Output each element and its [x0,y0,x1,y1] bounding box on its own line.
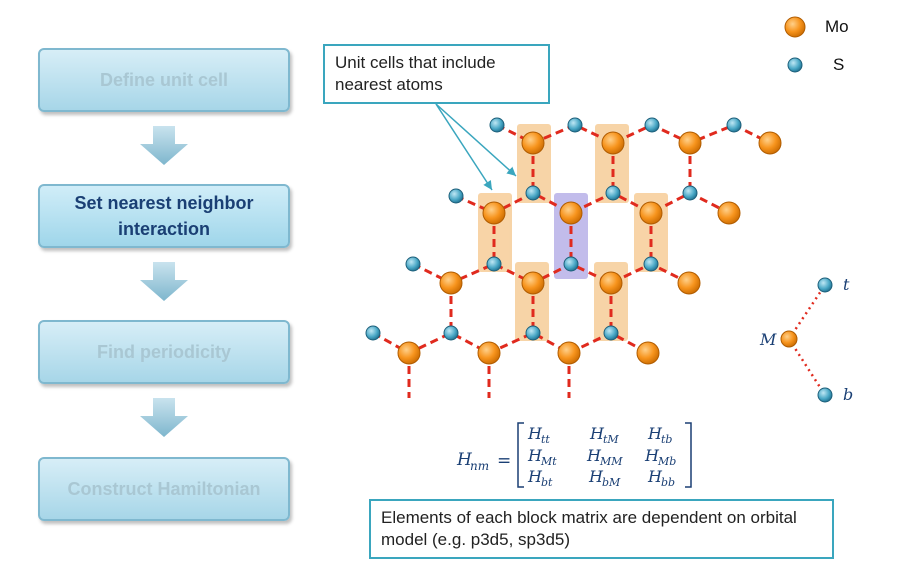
svg-text:=: = [497,451,511,471]
svg-text:tb: tb [661,433,672,446]
orbital-model-note: Elements of each block matrix are depend… [369,499,834,559]
step-find-periodicity[interactable]: Find periodicity [38,320,290,384]
svg-text:H: H [589,424,605,443]
equation-lhs: H [456,450,473,470]
svg-text:Mb: Mb [657,455,676,468]
svg-text:bM: bM [602,476,621,489]
s-legend-icon [787,57,803,73]
step-set-nearest-neighbor[interactable]: Set nearest neighbor interaction [38,184,290,248]
svg-text:tM: tM [603,433,619,446]
step-define-unit-cell[interactable]: Define unit cell [38,48,290,112]
svg-text:MM: MM [599,455,623,468]
label-b: b [843,385,854,404]
callout-pointer [435,103,493,191]
mo-atoms [397,131,782,365]
unit-cells-text: Unit cells that include nearest atoms [335,53,496,94]
step-construct-hamiltonian[interactable]: Construct Hamiltonian [38,457,290,521]
s-atoms [365,117,742,341]
mo-legend-icon [784,16,806,38]
svg-text:H: H [647,424,663,443]
down-arrow-icon [140,262,188,301]
callout-pointer [435,103,517,177]
s-legend-label: S [833,55,845,74]
down-arrow-icon [140,126,188,165]
svg-text:H: H [588,467,604,486]
down-arrow-icon [140,398,188,437]
label-t: t [843,275,850,294]
svg-text:H: H [647,467,663,486]
svg-text:H: H [527,467,543,486]
equation-lhs-sub: nm [470,459,489,473]
svg-text:H: H [644,446,660,465]
bond-schematic [780,277,833,403]
svg-text:H: H [586,446,602,465]
step-label: Construct Hamiltonian [67,479,261,499]
svg-text:bt: bt [541,476,553,489]
svg-text:tt: tt [541,433,550,446]
step-label: Define unit cell [99,70,229,90]
svg-text:Mt: Mt [540,455,557,468]
svg-text:bb: bb [661,476,675,489]
label-M: M [760,330,777,349]
step-label: Set nearest neighbor interaction [74,193,254,239]
orbital-model-text: Elements of each block matrix are depend… [381,508,797,549]
step-label: Find periodicity [96,342,231,362]
center-mo-atom [559,201,583,225]
svg-text:H: H [527,446,543,465]
mo-legend-label: Mo [825,17,849,36]
svg-text:H: H [527,424,543,443]
unit-cells-callout: Unit cells that include nearest atoms [323,44,550,104]
